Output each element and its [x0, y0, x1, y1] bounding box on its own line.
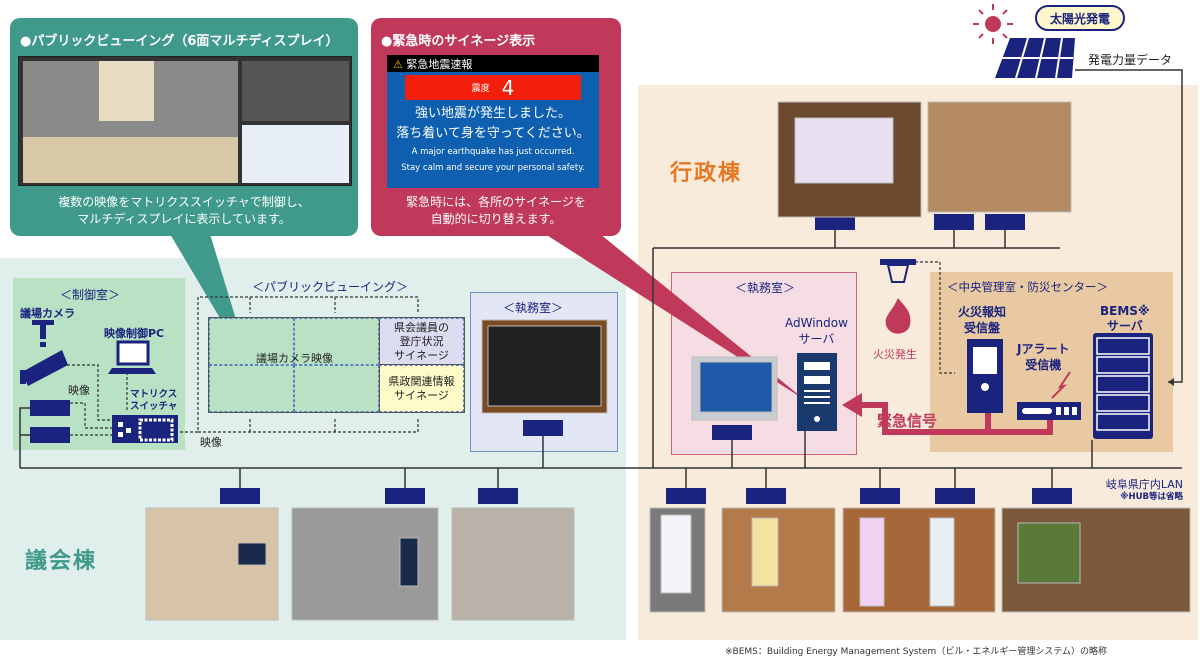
bems-server-icon — [1093, 333, 1153, 439]
adwindow-label: AdWindow サーバ — [785, 316, 848, 346]
video-label: 映像 — [200, 436, 222, 449]
warning-icon: ⚠ — [393, 58, 403, 71]
sun-icon — [973, 4, 1013, 44]
lan-label: 岐阜県庁内LAN — [1105, 478, 1183, 491]
switcher-label: マトリクス スイッチャ — [130, 389, 178, 412]
alert-line: 強い地震が発生しました。 — [414, 106, 571, 121]
control-room-title: ＜制御室＞ — [60, 288, 121, 302]
emergency-callout: ●緊急時のサイネージ表示 ⚠ 緊急地震速報 震度 4 強い地震が発生しました。 落… — [371, 18, 621, 236]
caption-line: マルチディスプレイに表示しています。 — [77, 212, 291, 226]
caption-line: 緊急時には、各所のサイネージを — [406, 195, 586, 209]
intensity-label: 震度 — [471, 84, 490, 94]
public-viewing-callout: ●パブリックビューイング（6面マルチディスプレイ） 複数の映像をマトリクススイッ… — [10, 18, 358, 236]
network-hub-icon — [30, 214, 1072, 504]
intensity-value: 4 — [501, 75, 515, 100]
camera-label: 議場カメラ — [20, 307, 75, 320]
caption-line: 自動的に切り替えます。 — [430, 212, 562, 226]
alert-line-en: Stay calm and secure your personal safet… — [401, 163, 585, 173]
multi-display-photo — [18, 56, 352, 186]
jalert-receiver-icon — [1017, 371, 1081, 420]
central-room-title: ＜中央管理室・防災センター＞ — [947, 280, 1108, 294]
fire-label: 火災発生 — [873, 348, 917, 361]
assembly-building-title: 議会棟 — [25, 549, 98, 574]
prefecture-info-signage: 県政関連情報 サイネージ — [379, 365, 464, 412]
camera-video-label: 議場カメラ映像 — [256, 352, 333, 365]
solar-data-label: 発電力量データ — [1088, 53, 1173, 67]
callout-caption: 緊急時には、各所のサイネージを自動的に切り替えます。 — [371, 194, 621, 228]
adwindow-server-icon — [797, 353, 837, 431]
lan-note: ※HUB等は省略 — [1120, 492, 1183, 502]
solar-label: 太陽光発電 — [1035, 5, 1125, 31]
camera-icon — [20, 320, 68, 386]
alert-line-en: A major earthquake has just occurred. — [411, 147, 575, 157]
video-label: 映像 — [68, 384, 90, 397]
fire-panel-label: 火災報知 受信盤 — [958, 305, 1007, 335]
emergency-signal-label: 緊急信号 — [877, 412, 938, 430]
alert-line: 落ち着いて身を守ってください。 — [396, 126, 590, 141]
solar-panel-icon — [995, 37, 1075, 79]
assembly-office-title: ＜執務室＞ — [503, 301, 564, 315]
public-viewing-title: ＜パブリックビューイング＞ — [252, 280, 409, 294]
emergency-screen: ⚠ 緊急地震速報 震度 4 強い地震が発生しました。 落ち着いて身を守ってください… — [387, 55, 599, 188]
fire-detector-icon — [880, 259, 916, 283]
admin-office-title: ＜執務室＞ — [735, 281, 796, 295]
bems-label: BEMS※ サーバ — [1100, 304, 1150, 333]
alert-header: 緊急地震速報 — [406, 58, 473, 71]
pc-label: 映像制御PC — [104, 327, 165, 340]
caption-line: 複数の映像をマトリクススイッチャで制御し、 — [58, 195, 310, 209]
member-attendance-signage: 県会議員の 登庁状況 サイネージ — [379, 318, 464, 365]
callout-title: ●緊急時のサイネージ表示 — [381, 34, 536, 49]
fire-icon — [885, 298, 911, 334]
pc-icon — [108, 340, 156, 374]
jalert-label: Jアラート 受信機 — [1017, 342, 1070, 372]
multi-display-grid: 県会議員の 登庁状況 サイネージ 県政関連情報 サイネージ — [208, 317, 465, 413]
fire-alarm-panel-icon — [967, 339, 1003, 413]
matrix-switcher-icon — [112, 415, 178, 443]
footnote: ※BEMS：Building Energy Management System（… — [725, 647, 1108, 657]
admin-building-title: 行政棟 — [670, 161, 743, 186]
callout-title: ●パブリックビューイング（6面マルチディスプレイ） — [20, 34, 339, 49]
callout-caption: 複数の映像をマトリクススイッチャで制御し、マルチディスプレイに表示しています。 — [10, 194, 358, 228]
signage-photo — [145, 101, 1191, 621]
